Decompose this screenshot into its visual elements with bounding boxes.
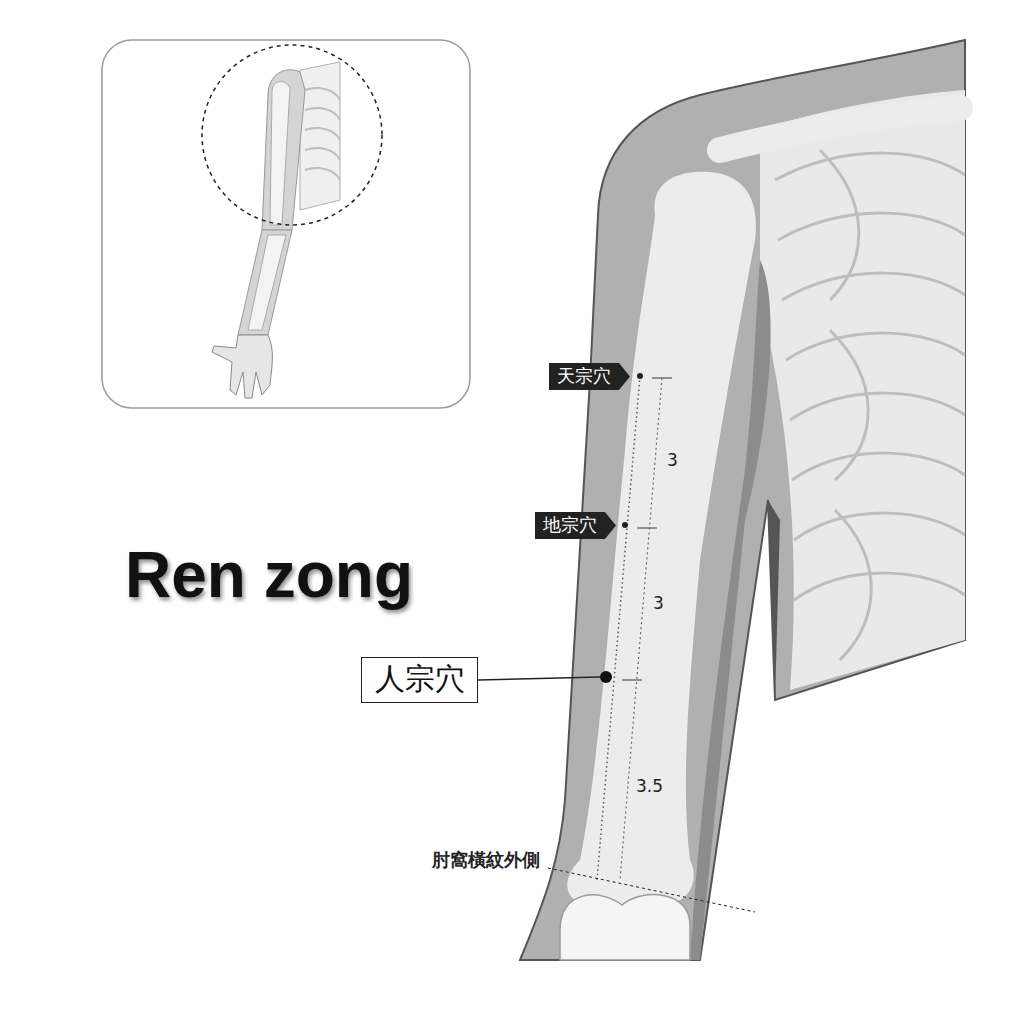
meridian-line: [597, 376, 640, 880]
dimension-number: 3.5: [636, 777, 663, 796]
elbow-crease-line: [548, 868, 755, 912]
point-dot: [622, 522, 628, 528]
inset-frame: [102, 40, 470, 408]
dimension-number: 3: [667, 451, 678, 470]
title-label: Ren zong: [125, 538, 413, 612]
landmark-label: 肘窩橫紋外側: [432, 850, 540, 870]
dimension-ticks: [622, 378, 672, 680]
point-dot: [600, 671, 612, 683]
arm-body: [520, 40, 965, 960]
point-tag: 地宗穴: [535, 512, 605, 539]
tag-arrow: [619, 363, 630, 390]
tag-arrow: [605, 512, 616, 539]
point-tag: 天宗穴: [549, 363, 619, 390]
point-dot: [637, 373, 643, 379]
inset-arm: [202, 45, 382, 398]
point-box: 人宗穴: [361, 657, 478, 703]
point-name: 人宗穴: [374, 662, 465, 697]
leader-line: [478, 677, 600, 680]
point-name: 地宗穴: [543, 515, 597, 536]
point-name: 天宗穴: [557, 366, 611, 387]
dimension-number: 3: [653, 594, 664, 613]
dimension-line: [620, 378, 662, 880]
